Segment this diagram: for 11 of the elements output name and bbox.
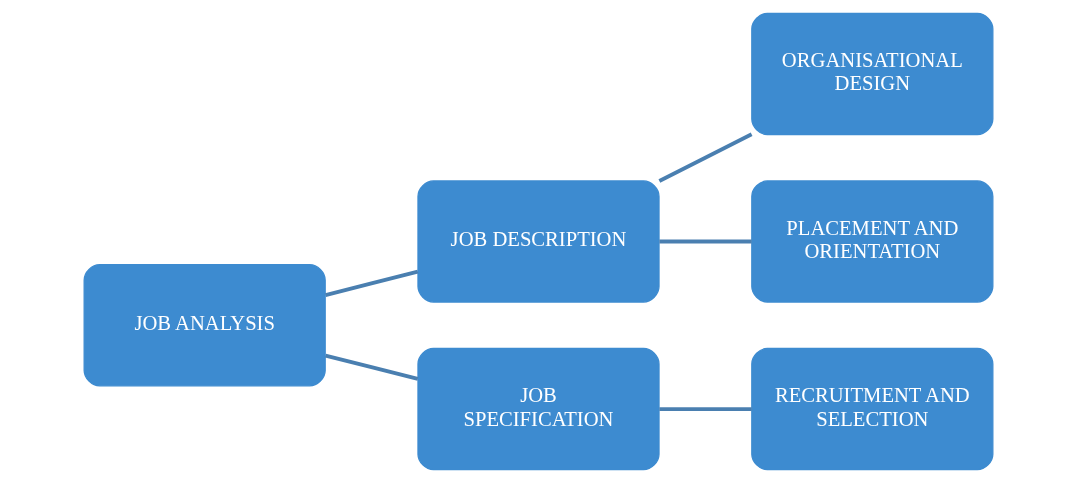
connector [325, 269, 419, 297]
node-box: ORGANISATIONAL DESIGN [751, 12, 994, 136]
connector [325, 353, 419, 381]
node-box: RECRUITMENT AND SELECTION [751, 347, 994, 471]
node-box: JOB ANALYSIS [83, 264, 326, 387]
connector [658, 132, 753, 183]
node-box: JOB SPECIFICATION [417, 347, 660, 471]
node-box: PLACEMENT AND ORIENTATION [751, 180, 994, 303]
connector [659, 407, 752, 411]
connector [659, 239, 752, 244]
node-box: JOB DESCRIPTION [417, 180, 660, 303]
